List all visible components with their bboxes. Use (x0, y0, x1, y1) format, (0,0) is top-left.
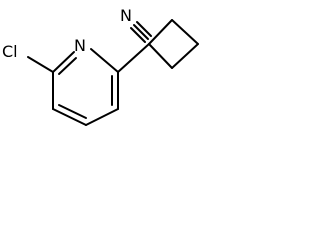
bond-cyclobutane-top (171, 19, 199, 45)
bond-c4-c5-inner (58, 104, 87, 119)
bond-c4-c5 (52, 108, 87, 126)
bond-c6-ring-n-inner (58, 57, 77, 75)
atom-label-nitrile-n: N (120, 6, 132, 25)
atom-label-ring-n: N (74, 36, 86, 55)
bond-c3-c4 (85, 108, 119, 126)
bond-nitrile-triple-a (133, 24, 149, 40)
bond-quaternary-to-pyridine (117, 43, 150, 73)
bond-cyclobutane-left (148, 19, 173, 45)
bond-c6-ring-n (52, 51, 75, 73)
bond-nitrile-triple-b (130, 27, 146, 43)
chemical-structure: N N Cl (2, 6, 199, 126)
bond-nitrile-triple-c (136, 21, 152, 37)
atom-label-chlorine: Cl (2, 42, 18, 61)
bond-ring-n-c2 (90, 48, 119, 73)
bond-c6-chlorine (27, 56, 54, 73)
bond-cyclobutane-bottom (148, 43, 173, 69)
bond-cyclobutane-right (171, 43, 199, 69)
